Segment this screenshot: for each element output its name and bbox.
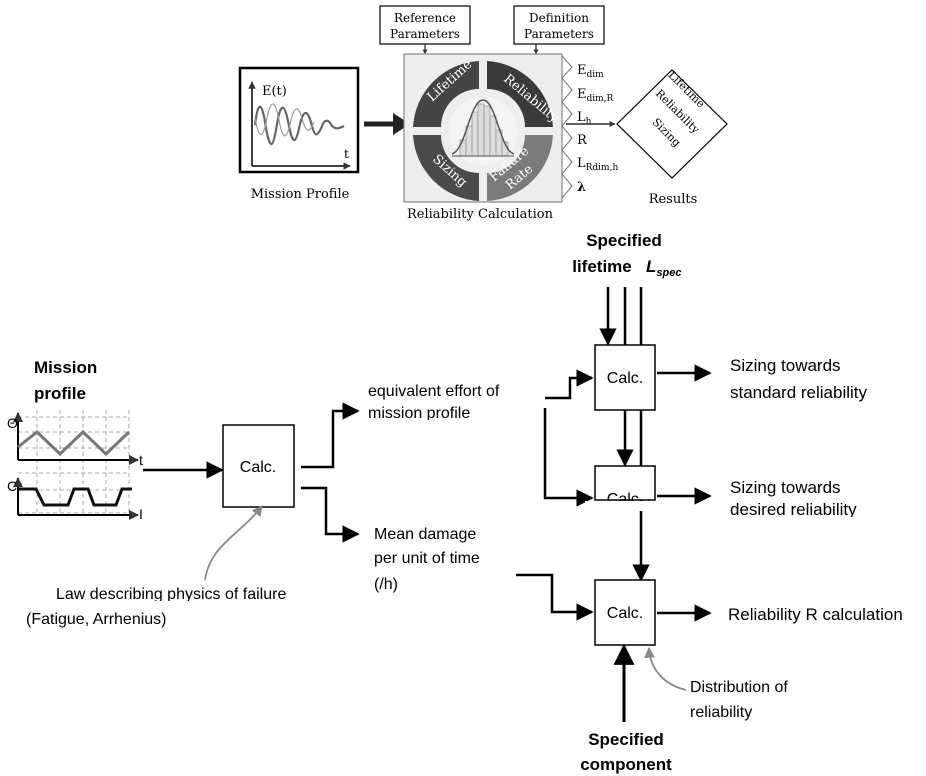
- thick-arrow-head: [393, 113, 410, 135]
- distribution-line2: reliability: [690, 704, 752, 721]
- equivalent-effort-line2: mission profile: [368, 405, 470, 422]
- axis-i: I: [139, 506, 143, 522]
- calc-box-standard: Calc.: [594, 344, 656, 411]
- specified-component-line1: Specified: [588, 730, 664, 749]
- mission-profile-caption: Mission Profile: [251, 187, 350, 202]
- reference-parameters-line1: Reference: [394, 11, 456, 25]
- output-e-dim: Edim: [577, 63, 604, 80]
- calc-label-reliability: Calc.: [607, 605, 643, 622]
- calc-box-reliability: Calc.: [594, 579, 656, 646]
- mission-profile-plot: E(t) t Mission Profile: [238, 66, 360, 202]
- specified-component-line2: component: [580, 755, 672, 774]
- sizing-desired-line2: desired reliability: [730, 500, 857, 519]
- reference-parameters-box: Reference Parameters: [379, 5, 471, 55]
- output-l-rdim-h: LRdim,h: [577, 156, 618, 173]
- output-labels: Edim Edim,R Lh R LRdim,h λ: [577, 63, 618, 195]
- calc-label-main: Calc.: [240, 459, 276, 476]
- calc-label-standard: Calc.: [607, 370, 643, 387]
- output-r: R: [577, 133, 588, 148]
- mission-profile-mini-charts: Θ t C I: [7, 410, 143, 522]
- segment-sizing: [413, 135, 479, 201]
- sizing-standard-line1: Sizing towards: [730, 356, 841, 375]
- mean-damage-line2: per unit of time: [374, 550, 480, 567]
- results-caption: Results: [649, 192, 698, 207]
- output-bracket: [561, 55, 573, 199]
- law-describing-line2: (Fatigue, Arrhenius): [26, 611, 167, 628]
- top-section: Reference Parameters Definition Paramete…: [238, 5, 728, 222]
- equivalent-effort-line1: equivalent effort of: [368, 383, 500, 400]
- mission-profile-line2: profile: [34, 384, 86, 403]
- mission-profile-line1: Mission: [34, 358, 97, 377]
- distribution-line1: Distribution of: [690, 679, 788, 696]
- reliability-calculation-block: Lifetime Reliability Sizing Failure Rate…: [403, 53, 563, 222]
- lspec-label: Lspec: [646, 257, 681, 279]
- current-wave: [18, 487, 132, 507]
- bottom-section: Specified lifetime Lspec Mission profile: [7, 231, 903, 774]
- mean-damage-line1: Mean damage: [374, 526, 476, 543]
- theta-wave: [17, 429, 131, 457]
- axis-c: C: [7, 478, 17, 494]
- axis-t: t: [139, 452, 143, 468]
- definition-parameters-line1: Definition: [529, 11, 589, 25]
- output-e-dim-r: Edim,R: [577, 87, 614, 104]
- calc-box-main: Calc.: [222, 424, 295, 508]
- definition-parameters-line2: Parameters: [524, 27, 594, 41]
- mission-plot-xlabel: t: [344, 147, 349, 161]
- segment-failure-rate: [487, 135, 553, 201]
- mission-plot-ylabel: E(t): [262, 84, 287, 99]
- reliability-r-calculation: Reliability R calculation: [728, 605, 903, 624]
- segment-lifetime: [413, 61, 479, 127]
- definition-parameters-box: Definition Parameters: [513, 5, 605, 55]
- results-diamond: Lifetime Reliability Sizing Results: [616, 69, 728, 207]
- law-describing-line1: Law describing physics of failure: [56, 586, 286, 603]
- output-l-h: Lh: [577, 110, 592, 127]
- reliability-calc-caption: Reliability Calculation: [407, 207, 554, 222]
- specified-lifetime-line2: lifetime: [572, 257, 632, 276]
- segment-reliability: [487, 61, 553, 127]
- sizing-standard-line2: standard reliability: [730, 383, 868, 402]
- output-lambda: λ: [577, 180, 586, 195]
- specified-lifetime-line1: Specified: [586, 231, 662, 250]
- mean-damage-line3: (/h): [374, 576, 398, 593]
- axis-theta: Θ: [7, 415, 18, 431]
- calc-box-desired: Calc.: [585, 465, 665, 511]
- sizing-desired-line1: Sizing towards: [730, 478, 841, 497]
- reference-parameters-line2: Parameters: [390, 27, 460, 41]
